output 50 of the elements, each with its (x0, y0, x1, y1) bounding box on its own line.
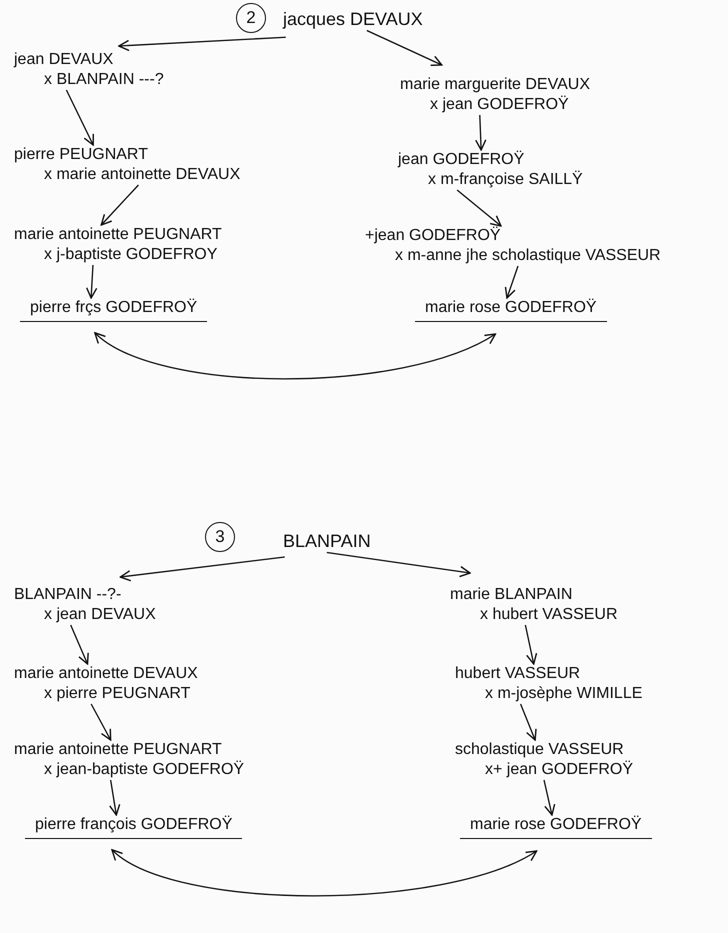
descendant-name: pierre frçs GODEFROŸ (20, 298, 208, 322)
arrow (70, 624, 89, 665)
arrow (86, 264, 98, 299)
spouse-name: x m-josèphe WIMILLE (484, 684, 642, 704)
circled-number: 2 (236, 3, 266, 33)
descendant-name: marie rose GODEFROŸ (460, 815, 652, 839)
spouse-name: x marie antoinette DEVAUX (43, 165, 240, 185)
spouse-name: x jean-baptiste GODEFROŸ (43, 760, 244, 780)
spouse-name: x m-françoise SAILLŸ (427, 170, 583, 190)
arrow (524, 624, 538, 665)
person-name: hubert VASSEUR (455, 664, 582, 684)
spouse-name: x BLANPAIN ---? (43, 70, 164, 90)
person-name: marie marguerite DEVAUX (400, 75, 590, 95)
arrow (90, 704, 112, 741)
arrow (100, 184, 139, 226)
spouse-name: x pierre PEUGNART (43, 684, 192, 704)
arrow (66, 90, 94, 146)
arrow (366, 30, 442, 66)
spouse-name: x j-baptiste GODEFROY (43, 245, 218, 265)
person-name: BLANPAIN --?- (14, 585, 122, 605)
arrow (120, 556, 285, 582)
person-name: scholastique VASSEUR (455, 740, 625, 760)
spouse-name: x hubert VASSEUR (479, 605, 618, 625)
family-heading: BLANPAIN (283, 530, 371, 552)
person-name: marie antoinette PEUGNART (14, 740, 223, 760)
arrow (456, 190, 502, 227)
arrow (543, 780, 556, 816)
spouse-name: x+ jean GODEFROŸ (484, 760, 634, 780)
descendant-name: pierre françois GODEFROŸ (25, 815, 242, 839)
spouse-name: x jean GODEFROŸ (429, 95, 570, 115)
spouse-name: x jean DEVAUX (43, 605, 156, 625)
family-heading: jacques DEVAUX (283, 8, 423, 30)
person-name: +jean GODEFROŸ (365, 226, 502, 246)
person-name: jean GODEFROŸ (398, 150, 526, 170)
person-name: marie antoinette DEVAUX (14, 664, 198, 684)
arrow (118, 36, 286, 52)
person-name: jean DEVAUX (14, 50, 114, 70)
arrow (326, 552, 471, 578)
person-name: marie antoinette PEUGNART (14, 225, 222, 245)
descendant-name: marie rose GODEFROŸ (415, 298, 607, 322)
curved-arrow (94, 332, 496, 380)
spouse-name: x m-anne jhe scholastique VASSEUR (394, 246, 662, 266)
person-name: marie BLANPAIN (450, 585, 574, 605)
arrow (504, 266, 519, 299)
person-name: pierre PEUGNART (14, 145, 149, 165)
circled-number: 3 (205, 522, 235, 552)
arrow (520, 704, 537, 741)
arrow (475, 114, 486, 151)
arrow (109, 780, 120, 816)
curved-arrow (111, 849, 538, 896)
